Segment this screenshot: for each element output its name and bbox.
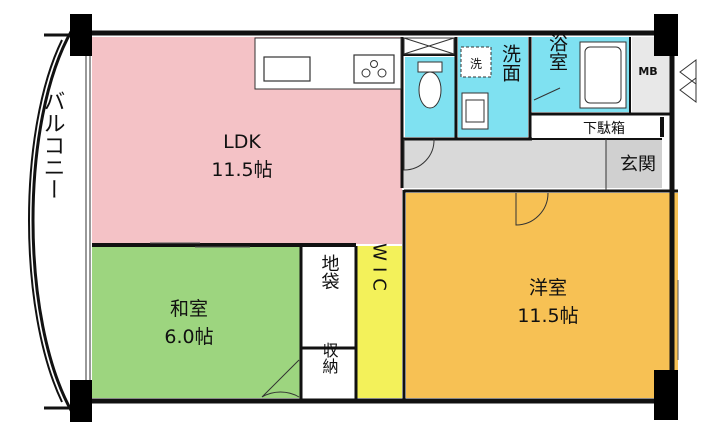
getabako-area	[532, 117, 662, 137]
jibukuro-label: 地袋	[319, 254, 340, 290]
door-toilet	[403, 138, 435, 171]
washing-machine-label: 洗	[470, 57, 482, 71]
senmen-label: 洗面	[499, 44, 521, 82]
door-bath	[533, 87, 561, 101]
jibukuro-area	[303, 246, 355, 346]
washitsu-size: 6.0帖	[164, 326, 213, 348]
shuno-area	[303, 350, 355, 398]
balcony-inner	[28, 39, 63, 403]
toilet-shelf-x2	[403, 37, 455, 55]
toilet-bowl	[418, 71, 442, 109]
genkan-floor	[606, 140, 662, 188]
bathtub-inner	[584, 46, 622, 104]
yoshitsu-room	[406, 193, 678, 398]
balcony-label: バルコニー	[40, 90, 65, 200]
toilet-tank	[417, 61, 443, 73]
column-bottom-left	[70, 380, 92, 422]
balcony-outline	[31, 29, 74, 413]
washitsu-name: 和室	[170, 298, 208, 320]
wic-room	[356, 246, 402, 398]
washitsu-room	[92, 246, 300, 398]
door-genkan-swing-2	[679, 77, 697, 103]
washing-machine-box	[460, 46, 492, 78]
yokushitsu-label: 浴室	[546, 33, 568, 71]
ldk-size: 11.5帖	[211, 159, 272, 181]
shuno-label: 収納	[320, 342, 339, 375]
getabako-label: 下駄箱	[583, 121, 625, 137]
stove-burner-2	[377, 68, 387, 78]
column-top-left	[70, 14, 92, 56]
kitchen-sink	[263, 56, 311, 82]
door-washitsu	[261, 359, 300, 398]
ldk-name: LDK	[223, 131, 261, 153]
mb-label: MB	[638, 65, 657, 78]
stove-burner-1	[361, 68, 371, 78]
door-genkan-swing-1	[679, 59, 697, 85]
stove-burner-3	[370, 60, 378, 68]
column-top-right	[654, 14, 678, 56]
wash-basin-bowl	[465, 99, 485, 123]
column-bottom-right	[654, 370, 678, 420]
kitchen-stove	[353, 54, 395, 84]
door-yoshitsu	[515, 192, 549, 226]
yoshitsu-size: 11.5帖	[517, 305, 578, 327]
yoshitsu-name: 洋室	[529, 277, 567, 299]
genkan-label: 玄関	[620, 154, 656, 175]
wic-label: WIC	[369, 243, 390, 297]
